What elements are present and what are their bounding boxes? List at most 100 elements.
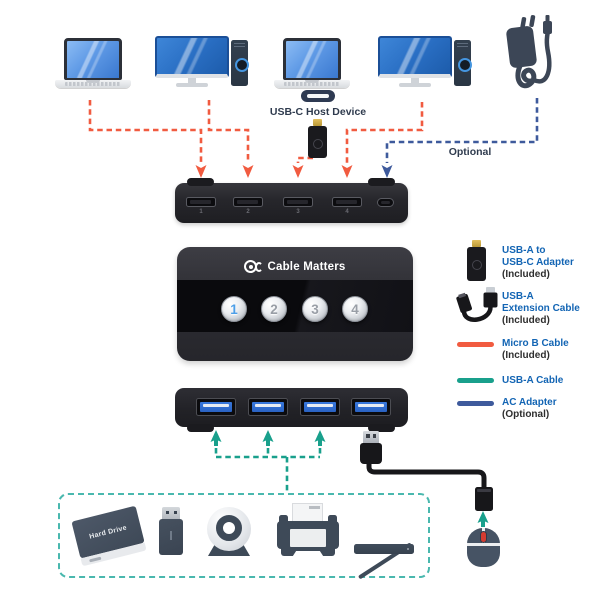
usb-a-tongue	[355, 402, 387, 412]
brand-name: Cable Matters	[267, 260, 346, 273]
port-number-label: 4	[345, 209, 349, 215]
micro-b-port-2: 2	[233, 183, 263, 223]
up-arrow-icon	[314, 430, 326, 446]
glossy-band	[177, 280, 413, 332]
usb-a-to-usb-c-adapter-icon	[467, 240, 486, 281]
monitor-base	[176, 83, 208, 87]
mouse-icon	[467, 528, 500, 567]
legend-label: USB-A	[502, 291, 534, 302]
hard-drive-label: Hard Drive	[88, 524, 128, 541]
micro-b-cable-line-4	[345, 102, 424, 163]
down-arrow-icon	[242, 165, 254, 178]
printer-output	[290, 529, 326, 547]
adapter-tip	[472, 240, 481, 247]
usb-a-port-4	[351, 398, 391, 416]
legend-label: USB-A Cable	[502, 375, 564, 386]
micro-b-port-3: 3	[283, 183, 313, 223]
micro-b-port-1: 1	[186, 183, 216, 223]
legend-label: Extension Cable	[502, 303, 580, 314]
usb-a-plug-body	[360, 443, 382, 464]
desktop-computer-icon	[378, 36, 474, 88]
micro-b-cable-line-1	[88, 100, 203, 163]
legend-label: USB-A to	[502, 245, 546, 256]
printer-icon	[277, 503, 339, 557]
desktop-computer-icon	[155, 36, 251, 88]
usb-a-cable-swatch	[457, 378, 494, 383]
usb-a-tongue	[200, 402, 232, 412]
monitor-screen	[378, 36, 452, 78]
ac-adapter-icon	[506, 15, 552, 89]
usb-a-peripherals-line	[214, 448, 322, 491]
monitor-base	[399, 83, 431, 87]
usb-a-port-2	[248, 398, 288, 416]
rubber-foot	[368, 424, 395, 432]
usb-a-plug-icon	[363, 431, 379, 444]
micro-b-cable-swatch	[457, 342, 494, 347]
legend-note: (Included)	[502, 350, 550, 361]
legend-item-usb-a: USB-A Cable	[502, 375, 563, 387]
port-button-4: 4	[342, 296, 368, 322]
usb-a-port-3	[300, 398, 340, 416]
micro-b-port-4: 4	[332, 183, 362, 223]
usb-a-port-1	[196, 398, 236, 416]
hard-drive-icon: Hard Drive	[70, 505, 150, 569]
micro-b-cable-line-3	[296, 156, 313, 163]
micro-b-port-icon	[186, 197, 216, 207]
usb-a-tongue	[304, 402, 336, 412]
legend-note: (Included)	[502, 315, 550, 326]
ac-adapter-line	[385, 98, 539, 163]
monitor-stand	[411, 78, 419, 84]
monitor-stand	[188, 78, 196, 84]
usb-c-port-icon	[301, 90, 335, 102]
mouse-scroll-wheel	[480, 531, 487, 543]
usb-a-extension-cable-icon	[456, 287, 498, 322]
rubber-foot	[187, 178, 214, 186]
legend-label: USB-C Adapter	[502, 257, 574, 268]
mouse-button-split	[467, 543, 500, 546]
legend-label: AC Adapter	[502, 397, 557, 408]
rubber-foot	[187, 424, 214, 432]
printer-base	[281, 547, 335, 556]
flash-drive-body	[159, 519, 183, 555]
port-number-label: 1	[199, 209, 203, 215]
up-arrow-icon	[262, 430, 274, 446]
port-button-2: 2	[261, 296, 287, 322]
legend-item-ac-adapter: AC Adapter (Optional)	[502, 397, 557, 421]
flash-drive-connector	[162, 507, 180, 519]
legend-item-extension-cable: USB-A Extension Cable (Included)	[502, 291, 580, 327]
adapter-body	[467, 247, 486, 281]
port-number-label: 2	[246, 209, 250, 215]
legend-item-micro-b: Micro B Cable (Included)	[502, 338, 569, 362]
usb-c-host-label: USB-C Host Device	[269, 106, 367, 118]
switch-top-panel: 1 2 3 4	[175, 178, 408, 223]
up-arrow-icon	[477, 511, 489, 527]
scanner-icon	[352, 506, 416, 580]
adapter-tip	[313, 119, 322, 126]
webcam-lens	[216, 515, 242, 541]
usb-a-tongue	[252, 402, 284, 412]
port-number-label: 3	[296, 209, 300, 215]
power-port-icon	[377, 198, 394, 207]
legend-note: (Included)	[502, 269, 550, 280]
pc-tower-icon	[231, 40, 249, 86]
peripherals-box	[58, 493, 430, 578]
kvm-switch-body: Cable Matters 1 2 3 4	[177, 247, 413, 361]
brand-logo-icon	[244, 260, 258, 273]
port-button-1: 1	[221, 296, 247, 322]
micro-b-port-icon	[233, 197, 263, 207]
rubber-foot	[368, 178, 395, 186]
webcam-icon	[206, 507, 252, 557]
laptop-icon	[274, 38, 350, 90]
monitor-screen	[155, 36, 229, 78]
down-arrow-icon	[381, 165, 393, 178]
usb-c-adapter-icon	[308, 119, 327, 158]
legend-item-usb-c-adapter: USB-A to USB-C Adapter (Included)	[502, 245, 574, 281]
hard-drive-slab: Hard Drive	[71, 505, 147, 567]
micro-b-port-icon	[283, 197, 313, 207]
usb-flash-drive-icon	[159, 507, 183, 555]
micro-b-cable-line-2	[207, 100, 250, 163]
up-arrow-icon	[210, 430, 222, 446]
laptop-screen	[283, 38, 341, 80]
micro-b-port-icon	[332, 197, 362, 207]
